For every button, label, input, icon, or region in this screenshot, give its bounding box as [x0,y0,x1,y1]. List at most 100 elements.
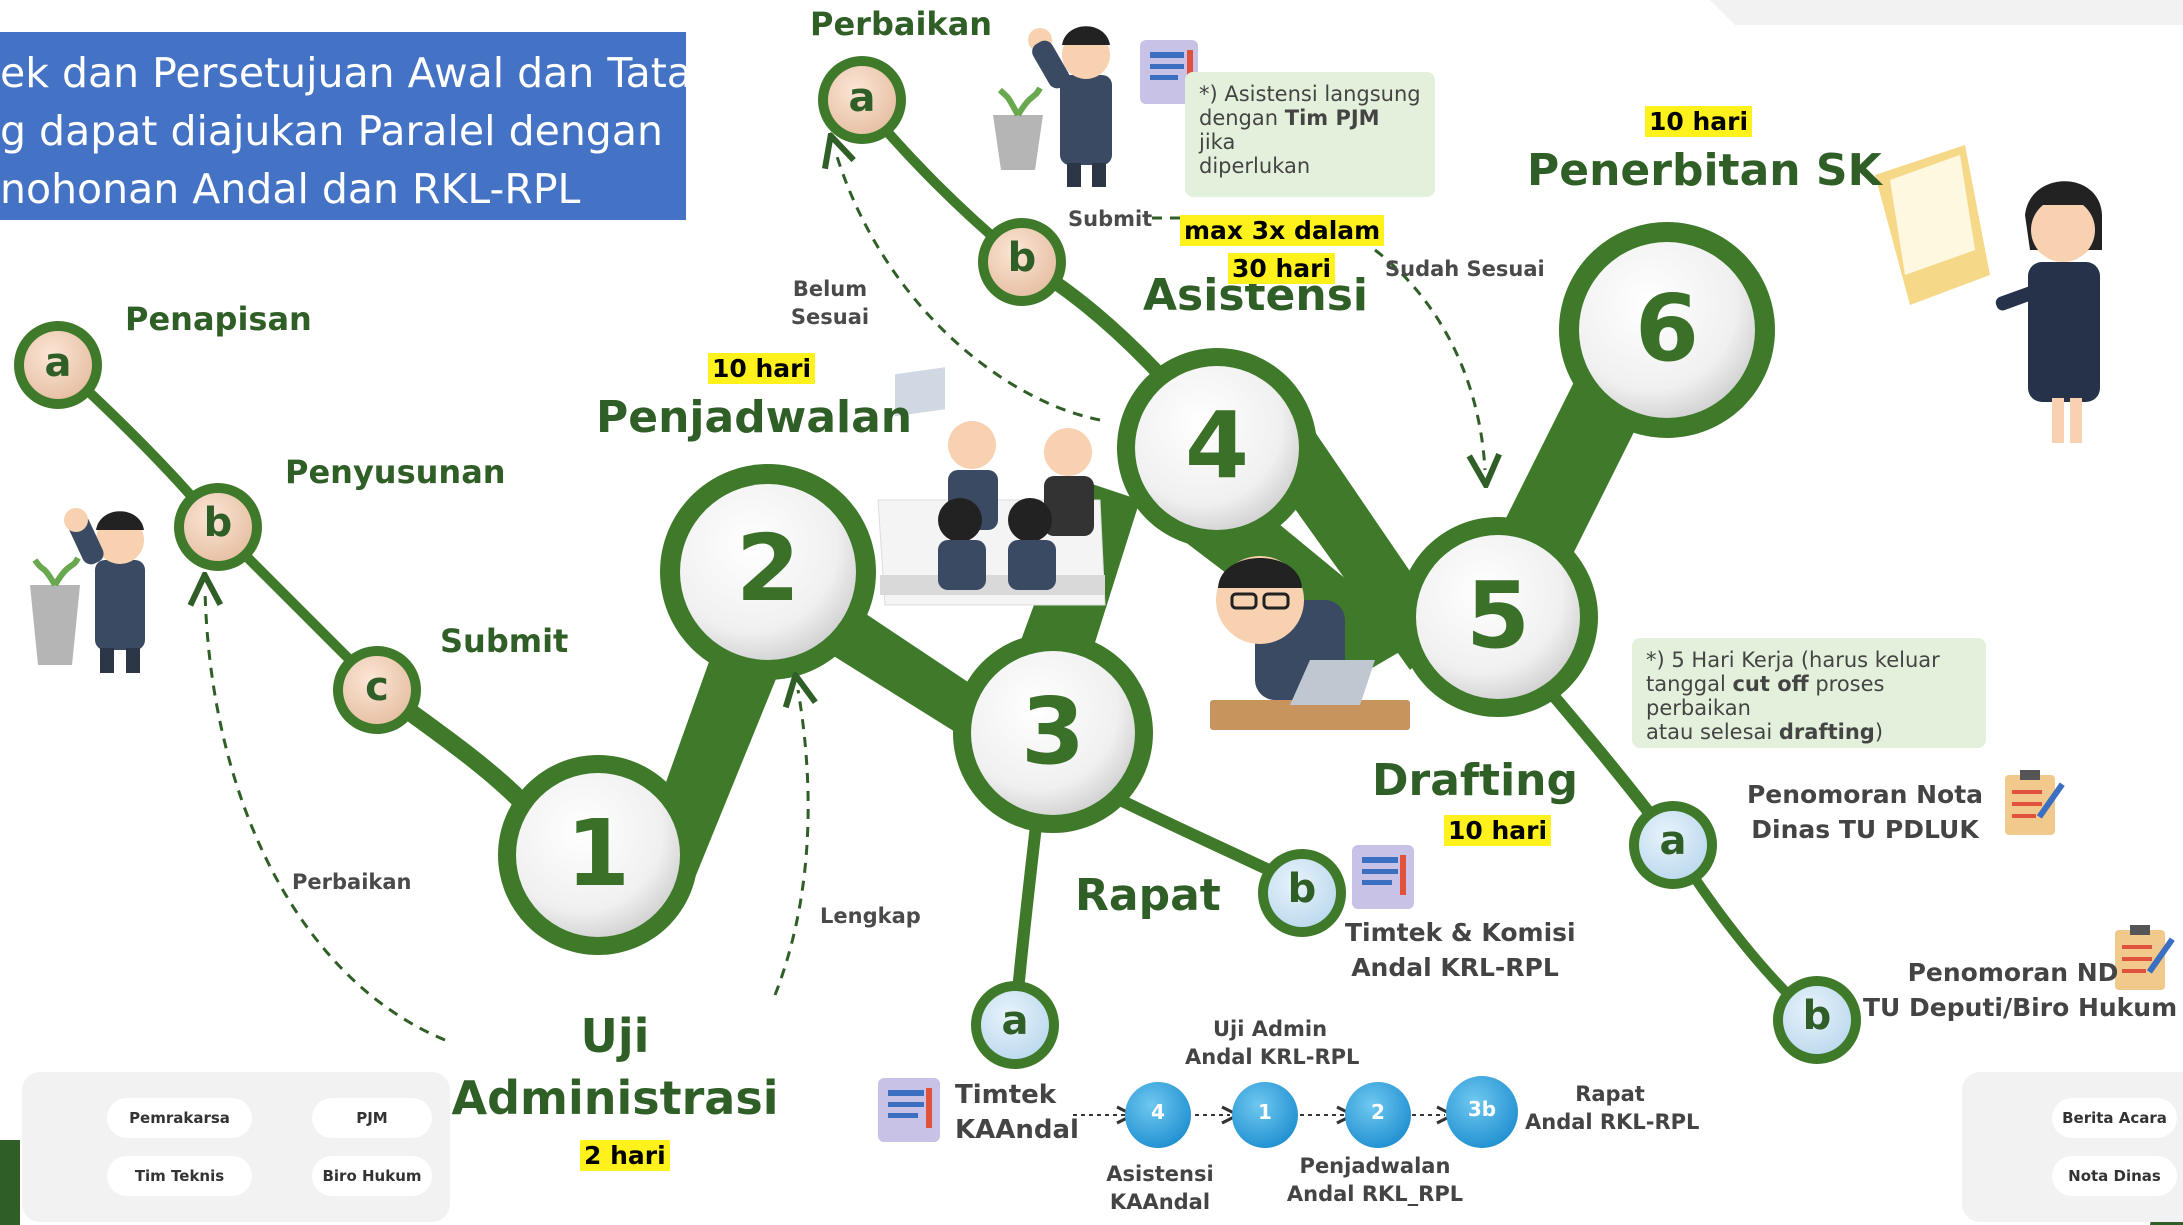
note-bold: drafting [1778,720,1875,745]
label-line: Dinas TU PDLUK [1751,815,1979,844]
caption-line: Andal RKL_RPL [1286,1182,1464,1207]
laptop-worker-icon [1210,556,1410,730]
caption-line: Andal KRL-RPL [1185,1045,1360,1070]
note-text: tanggal [1646,672,1733,697]
substep-label: Submit [440,622,569,660]
substep-label: Perbaikan [810,5,993,43]
substep-letter: a [848,75,876,121]
clipboard-icon [2115,925,2175,990]
document-icon [1140,40,1198,104]
flow-arrows [205,150,1485,1042]
duration-badge: 30 hari [1228,253,1336,284]
note-text: ) [1874,720,1884,745]
legend-item-pjm: PJM [312,1098,432,1138]
substep-letter: b [1287,866,1317,912]
step-number-3: 3 [1020,678,1085,785]
duration-badge: 2 hari [580,1140,670,1171]
substep-label: Penomoran Nota Dinas TU PDLUK [1745,777,1985,847]
flow-label-lengkap: Lengkap [820,904,921,928]
caption-line: Asistensi [1106,1162,1214,1186]
banner-line: nohonan Andal dan RKL-RPL [0,165,581,213]
legend-item-nota-dinas: Nota Dinas [2052,1156,2177,1196]
legend-item-pemrakarsa: Pemrakarsa [107,1098,252,1138]
businessman-cheer-icon [30,508,145,673]
document-icon [878,1078,940,1142]
substep-label: Timtek & Komisi Andal KRL-RPL [1345,915,1576,985]
legend-documents: Berita Acara Nota Dinas [1962,1072,2183,1222]
woman-folder-icon [1875,145,2102,443]
note-drafting: *) 5 Hari Kerja (harus keluar tanggal cu… [1632,638,1986,748]
note-asistensi: *) Asistensi langsung dengan Tim PJM jik… [1185,72,1435,197]
legend-item-tim-teknis: Tim Teknis [107,1156,252,1196]
substep-letter: b [1802,993,1832,1039]
duration-badge: 10 hari [1645,106,1753,137]
substep-label: Submit [1068,207,1153,231]
caption-line: KAAndal [1109,1190,1211,1215]
meeting-icon [877,367,1106,606]
step-number-2: 2 [735,515,800,622]
note-text: jika [1199,130,1236,155]
note-bold: cut off [1732,672,1809,697]
step-title-5: Drafting [1372,755,1578,806]
label-line: TU Deputi/Biro Hukum [1863,993,2178,1022]
corner-decoration [1710,0,2183,25]
duration-badge: max 3x dalam [1180,215,1385,246]
sequence-node-label: 1 [1258,1100,1272,1124]
sequence-caption: Penjadwalan Andal RKL_RPL [1280,1152,1470,1209]
label-line: Penomoran ND [1907,958,2119,987]
note-line: tanggal cut off proses perbaikan [1646,672,1972,720]
substep-label: Timtek KAAndal [955,1078,1079,1148]
sequence-node-label: 4 [1151,1100,1165,1124]
duration-badge: 10 hari [1444,815,1552,846]
banner-line: g dapat diajukan Paralel dengan [0,107,663,155]
legend-item-biro-hukum: Biro Hukum [312,1156,432,1196]
substep-letter: b [1007,235,1037,281]
flow-label-sudah-sesuai: Sudah Sesuai [1385,257,1545,281]
corner-accent [0,1140,20,1225]
legend-roles: Pemrakarsa PJM Tim Teknis Biro Hukum [22,1072,450,1222]
caption-line: Andal RKL-RPL [1525,1110,1700,1135]
label-line: KAAndal [955,1115,1079,1146]
label-line: Sesuai [790,305,870,330]
step-number-6: 6 [1634,275,1699,382]
substep-letter: a [44,340,72,386]
step-title-3: Rapat [1075,870,1221,921]
clipboard-icon [2005,770,2065,835]
banner-line: ek dan Persetujuan Awal dan Tata [0,49,686,97]
step-number-5: 5 [1465,562,1530,669]
step-title-2: Penjadwalan [596,392,913,443]
step-title-1: Uji Administrasi [420,1005,810,1129]
note-bold: Tim PJM [1284,106,1380,131]
note-line: atau selesai drafting) [1646,720,1972,744]
substep-label: Penomoran ND TU Deputi/Biro Hukum [1863,955,2178,1025]
substep-letter: a [1001,998,1029,1044]
businessman-cheer-icon [993,26,1112,187]
note-line: *) 5 Hari Kerja (harus keluar [1646,648,1940,672]
note-line: *) Asistensi langsung [1199,82,1421,106]
label-line: Belum [792,277,868,301]
step-title-6: Penerbitan SK [1527,145,1882,196]
substep-letter: a [1659,818,1687,864]
step-title-line: Uji [580,1009,650,1063]
label-line: Penomoran Nota [1746,780,1984,809]
step-title-line: Administrasi [451,1071,779,1125]
sequence-chain [1073,1076,1518,1148]
note-text: dengan [1199,106,1285,131]
main-circles [498,222,1775,955]
note-text: atau selesai [1646,720,1779,745]
duration-badge: 10 hari [708,353,816,384]
note-line: dengan Tim PJM jika [1199,106,1421,154]
sequence-caption: Rapat Andal RKL-RPL [1525,1080,1700,1137]
sequence-node-label: 3b [1467,1097,1497,1121]
flow-label-perbaikan: Perbaikan [292,870,412,894]
substep-label: Penyusunan [285,453,506,491]
sequence-caption: Uji Admin Andal KRL-RPL [1185,1015,1360,1072]
label-line: Andal KRL-RPL [1351,953,1559,982]
caption-line: Rapat [1575,1082,1645,1106]
step-number-4: 4 [1184,392,1249,499]
info-banner: ek dan Persetujuan Awal dan Tata g dapat… [0,32,686,220]
sub-circles [14,56,1861,1069]
caption-line: Penjadwalan [1299,1154,1451,1178]
sequence-caption: Asistensi KAAndal [1085,1160,1235,1217]
document-icon [1352,845,1414,909]
